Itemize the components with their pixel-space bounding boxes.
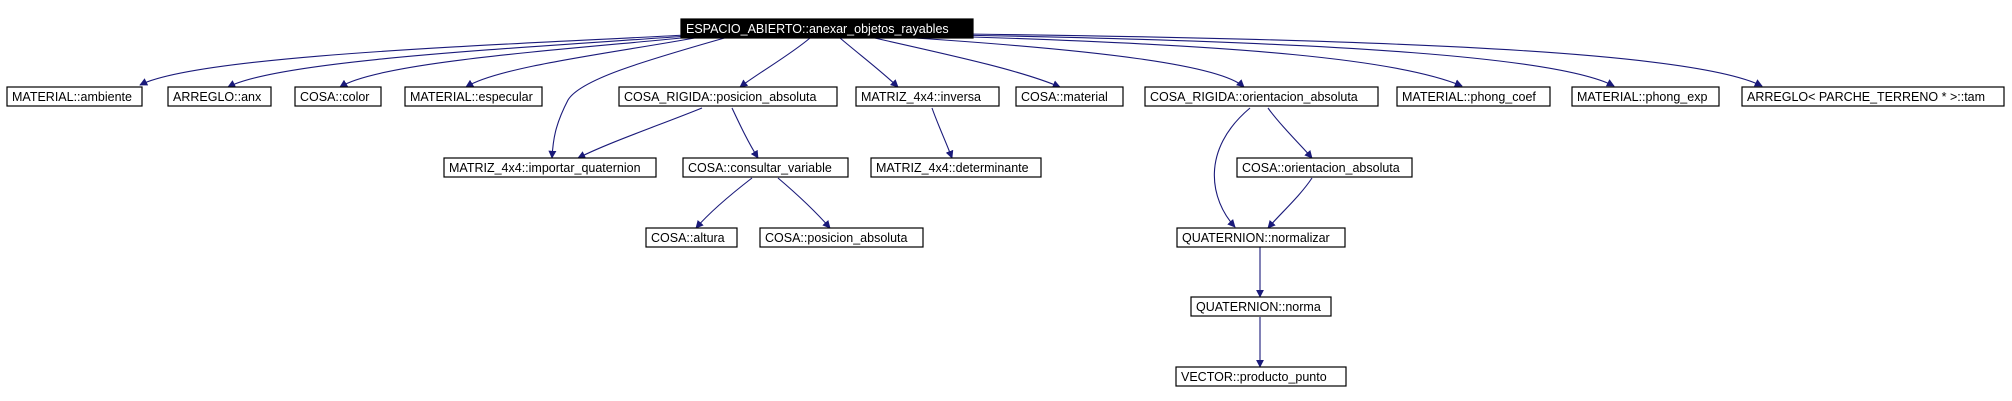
node-phong-exp-label: MATERIAL::phong_exp: [1577, 90, 1707, 104]
node-ambiente-label: MATERIAL::ambiente: [12, 90, 132, 104]
node-producto[interactable]: VECTOR::producto_punto: [1175, 366, 1347, 387]
node-consultar[interactable]: COSA::consultar_variable: [682, 157, 849, 178]
edge-root-material: [869, 36, 1061, 88]
node-ambiente[interactable]: MATERIAL::ambiente: [6, 86, 143, 107]
edge-root-color: [339, 36, 693, 88]
node-normalizar-label: QUATERNION::normalizar: [1182, 231, 1330, 245]
edge-rig-ori-cosa-ori: [1267, 107, 1313, 159]
edge-root-rig-ori: [899, 36, 1245, 88]
node-rig-ori[interactable]: COSA_RIGIDA::orientacion_absoluta: [1144, 86, 1379, 107]
node-producto-label: VECTOR::producto_punto: [1181, 370, 1327, 384]
node-rig-ori-label: COSA_RIGIDA::orientacion_absoluta: [1150, 90, 1358, 104]
node-root-label: ESPACIO_ABIERTO::anexar_objetos_rayables: [686, 22, 949, 36]
node-anx[interactable]: ARREGLO::anx: [167, 86, 272, 107]
edge-inversa-determinante: [931, 107, 954, 159]
edge-rig-pos-consultar: [731, 107, 759, 159]
node-material[interactable]: COSA::material: [1015, 86, 1124, 107]
node-especular-label: MATERIAL::especular: [410, 90, 533, 104]
node-determinante-label: MATRIZ_4x4::determinante: [876, 161, 1029, 175]
nodes: ESPACIO_ABIERTO::anexar_objetos_rayables…: [6, 18, 2005, 387]
edge-consultar-cosa-pos: [777, 177, 831, 229]
node-cosa-pos-label: COSA::posicion_absoluta: [765, 231, 907, 245]
node-imp-quat[interactable]: MATRIZ_4x4::importar_quaternion: [443, 157, 657, 178]
node-color[interactable]: COSA::color: [294, 86, 382, 107]
node-cosa-ori-label: COSA::orientacion_absoluta: [1242, 161, 1400, 175]
node-imp-quat-label: MATRIZ_4x4::importar_quaternion: [449, 161, 641, 175]
node-rig-pos-label: COSA_RIGIDA::posicion_absoluta: [624, 90, 817, 104]
node-color-label: COSA::color: [300, 90, 369, 104]
node-phong-coef-label: MATERIAL::phong_coef: [1402, 90, 1536, 104]
edge-root-especular: [465, 36, 701, 88]
edge-root-ambiente: [139, 34, 687, 86]
node-consultar-label: COSA::consultar_variable: [688, 161, 832, 175]
node-root[interactable]: ESPACIO_ABIERTO::anexar_objetos_rayables: [680, 18, 974, 39]
node-material-label: COSA::material: [1021, 90, 1108, 104]
node-inversa-label: MATRIZ_4x4::inversa: [861, 90, 981, 104]
edge-rig-ori-normalizar: [1213, 107, 1251, 228]
edge-root-inversa: [839, 37, 899, 88]
node-especular[interactable]: MATERIAL::especular: [404, 86, 543, 107]
node-determinante[interactable]: MATRIZ_4x4::determinante: [870, 157, 1042, 178]
edge-root-phong-exp: [954, 34, 1615, 87]
edge-root-phong-coef: [939, 35, 1463, 87]
edge-root-tam: [967, 33, 1763, 87]
node-normalizar[interactable]: QUATERNION::normalizar: [1176, 227, 1346, 248]
node-cosa-pos[interactable]: COSA::posicion_absoluta: [759, 227, 924, 248]
edge-root-anx: [227, 35, 689, 88]
node-altura-label: COSA::altura: [651, 231, 725, 245]
edge-cosa-ori-normalizar: [1267, 177, 1313, 229]
edge-root-rig-pos: [739, 37, 811, 88]
node-inversa[interactable]: MATRIZ_4x4::inversa: [855, 86, 1000, 107]
edge-consultar-altura: [695, 177, 753, 229]
node-anx-label: ARREGLO::anx: [173, 90, 262, 104]
edge-root-imp-quat: [548, 36, 729, 159]
node-tam-label: ARREGLO< PARCHE_TERRENO * >::tam: [1747, 90, 1985, 104]
node-norma[interactable]: QUATERNION::norma: [1190, 296, 1332, 317]
node-tam[interactable]: ARREGLO< PARCHE_TERRENO * >::tam: [1741, 86, 2005, 107]
node-norma-label: QUATERNION::norma: [1196, 300, 1321, 314]
node-rig-pos[interactable]: COSA_RIGIDA::posicion_absoluta: [618, 86, 838, 107]
node-phong-coef[interactable]: MATERIAL::phong_coef: [1396, 86, 1551, 107]
edge-rig-pos-imp-quat: [577, 107, 703, 159]
node-cosa-ori[interactable]: COSA::orientacion_absoluta: [1236, 157, 1413, 178]
node-phong-exp[interactable]: MATERIAL::phong_exp: [1571, 86, 1720, 107]
node-altura[interactable]: COSA::altura: [645, 227, 738, 248]
edges: [139, 33, 1763, 368]
